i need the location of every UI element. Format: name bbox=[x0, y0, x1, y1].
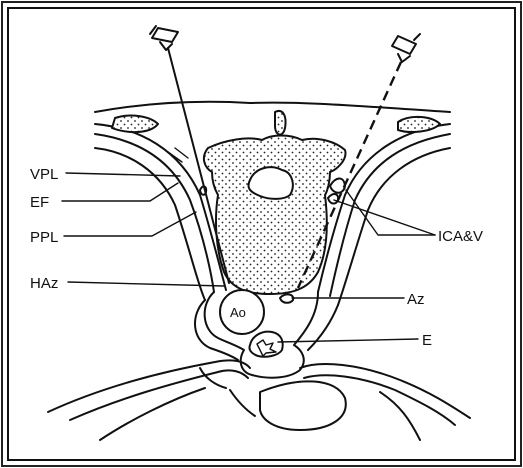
label-az: Az bbox=[407, 291, 425, 308]
label-vpl: VPL bbox=[30, 166, 58, 183]
label-e: E bbox=[422, 332, 432, 349]
label-ppl: PPL bbox=[30, 229, 58, 246]
label-ao: Ao bbox=[230, 305, 246, 320]
label-ica-v: ICA&V bbox=[438, 228, 483, 245]
spinal-canal bbox=[248, 167, 292, 199]
label-ef: EF bbox=[30, 194, 49, 211]
label-haz: HAz bbox=[30, 275, 58, 292]
spinous-process bbox=[275, 111, 286, 135]
